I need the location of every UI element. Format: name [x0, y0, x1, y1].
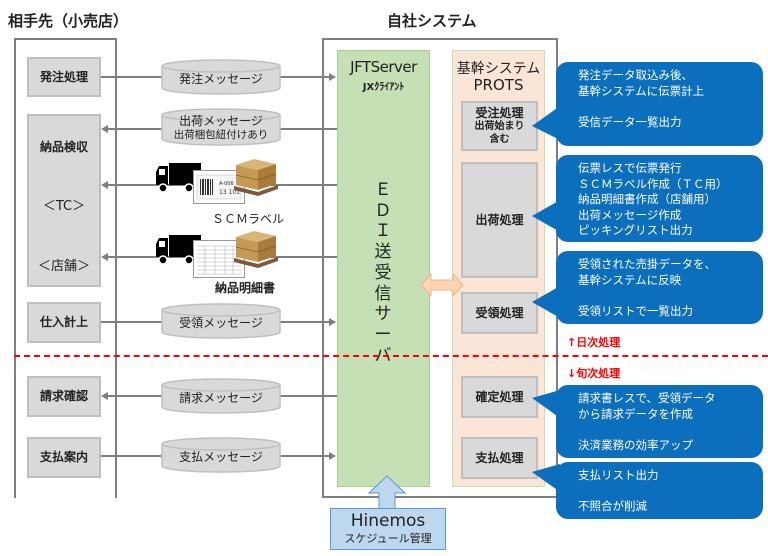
daily-periodic-divider	[14, 355, 768, 357]
core-shipping-label: 出荷処理	[475, 212, 524, 227]
pallet-boxes-icon	[234, 231, 278, 268]
core-process-order-receipt: 受注処理 出荷始まり 含む	[461, 101, 538, 151]
core-payment-label: 支払処理	[475, 450, 524, 465]
receiving-tc: ＜TC＞	[42, 198, 86, 214]
hinemos-name: Hinemos	[350, 511, 426, 531]
process-payment-notice: 支払案内	[27, 437, 101, 478]
receiving-title: 納品検収	[39, 140, 88, 154]
message-order-label: 発注メッセージ	[179, 72, 263, 86]
delivery-slip-caption: 納品明細書	[215, 281, 276, 295]
callout-shipping: 伝票レスで伝票発行 ＳＣＭラベル作成（ＴＣ用） 納品明細書作成（店舗用） 出荷メ…	[556, 155, 763, 242]
arrow-right-icon	[329, 73, 336, 81]
core-order-receipt-sub2: 含む	[489, 133, 510, 145]
scm-label-caption: ＳＣＭラベル	[212, 212, 285, 226]
edi-client-name: JXｸﾗｲｱﾝﾄ	[362, 82, 405, 93]
arrow-right-icon	[329, 318, 336, 326]
core-process-payment: 支払処理	[461, 437, 538, 479]
edi-vertical-char: Ｅ	[374, 180, 392, 200]
edi-vertical-char: 信	[374, 283, 392, 304]
arrow-right-icon	[329, 452, 336, 460]
core-order-receipt-sub1: 出荷始まり	[474, 121, 525, 132]
message-payment: 支払メッセージ	[161, 437, 281, 473]
process-billing-check: 請求確認	[27, 376, 101, 417]
edi-vertical-char: ー	[374, 325, 392, 346]
arrow-left-icon	[101, 253, 108, 261]
arrow-left-icon	[101, 392, 108, 400]
message-shipping: 出荷メッセージ 出荷梱包紐付けあり	[161, 108, 281, 146]
edi-vertical-char: 受	[374, 262, 392, 283]
callout-payment: 支払リスト出力 不照合が削減	[556, 462, 763, 519]
core-order-receipt-title: 受注処理	[475, 106, 524, 120]
message-billing-label: 請求メッセージ	[179, 391, 263, 405]
message-receipt-label: 受領メッセージ	[179, 316, 263, 330]
message-shipping-sublabel: 出荷梱包紐付けあり	[173, 128, 269, 141]
company-title: 自社システム	[387, 12, 477, 30]
core-process-shipping: 出荷処理	[461, 162, 538, 278]
edi-server-column	[337, 50, 430, 487]
up-arrow-icon	[367, 475, 407, 509]
process-order: 発注処理	[27, 57, 101, 97]
message-shipping-label: 出荷メッセージ	[179, 114, 263, 128]
callout-order-receipt: 発注データ取込み後、 基幹システムに伝票計上 受信データ一覧出力	[556, 62, 763, 146]
process-payment-notice-label: 支払案内	[39, 450, 88, 464]
message-billing: 請求メッセージ	[161, 378, 281, 414]
core-process-confirm: 確定処理	[461, 376, 538, 418]
daily-processing-label: ↑日次処理	[567, 336, 621, 349]
arrow-left-icon	[101, 181, 108, 189]
callout-tail	[532, 390, 560, 418]
core-receipt-label: 受領処理	[475, 305, 524, 320]
core-system-title: 基幹システム	[456, 61, 541, 77]
callout-confirm: 請求書レスで、受領データ から請求データを作成 決済業務の効率アップ	[556, 385, 763, 458]
callout-tail	[532, 106, 560, 140]
pallet-boxes-icon	[234, 159, 278, 196]
hinemos-sub: スケジュール管理	[344, 532, 432, 545]
callout-receipt: 受領された売掛データを、 基幹システムに反映 受領リストで一覧出力	[556, 251, 763, 324]
hinemos-scheduler: Hinemos スケジュール管理	[330, 508, 446, 550]
core-system-name: PROTS	[473, 76, 524, 94]
callout-tail	[532, 286, 560, 318]
edi-vertical-char: 送	[374, 242, 392, 263]
scm-label-sheet-icon: A-006 13 101	[193, 170, 245, 204]
partner-title: 相手先（小売店）	[8, 12, 129, 30]
periodic-processing-label: ↓旬次処理	[567, 367, 621, 380]
callout-tail	[532, 464, 560, 492]
message-order: 発注メッセージ	[161, 59, 281, 95]
message-receipt: 受領メッセージ	[161, 303, 281, 339]
receiving-store: ＜店舗＞	[37, 258, 90, 274]
edi-server-name: JFTServer	[350, 58, 417, 76]
edi-vertical-char: Ｉ	[374, 221, 392, 242]
bidirectional-arrow-icon	[420, 272, 464, 298]
svg-text:13 101: 13 101	[219, 189, 240, 196]
process-order-label: 発注処理	[39, 69, 88, 84]
process-receiving: 納品検収 ＜TC＞ ＜店舗＞	[27, 114, 101, 287]
edi-vertical-char: サ	[374, 304, 392, 325]
partner-frame-edge	[115, 38, 117, 498]
process-purchase: 仕入計上	[27, 302, 101, 343]
core-process-receipt: 受領処理	[461, 292, 538, 334]
edi-vertical-char: Ｄ	[374, 200, 392, 221]
core-confirm-label: 確定処理	[475, 389, 524, 404]
callout-tail	[532, 200, 560, 232]
message-payment-label: 支払メッセージ	[179, 450, 263, 464]
process-billing-check-label: 請求確認	[39, 389, 88, 403]
svg-text:A-006: A-006	[219, 181, 234, 187]
arrow-left-icon	[101, 125, 108, 133]
process-purchase-label: 仕入計上	[39, 315, 88, 329]
